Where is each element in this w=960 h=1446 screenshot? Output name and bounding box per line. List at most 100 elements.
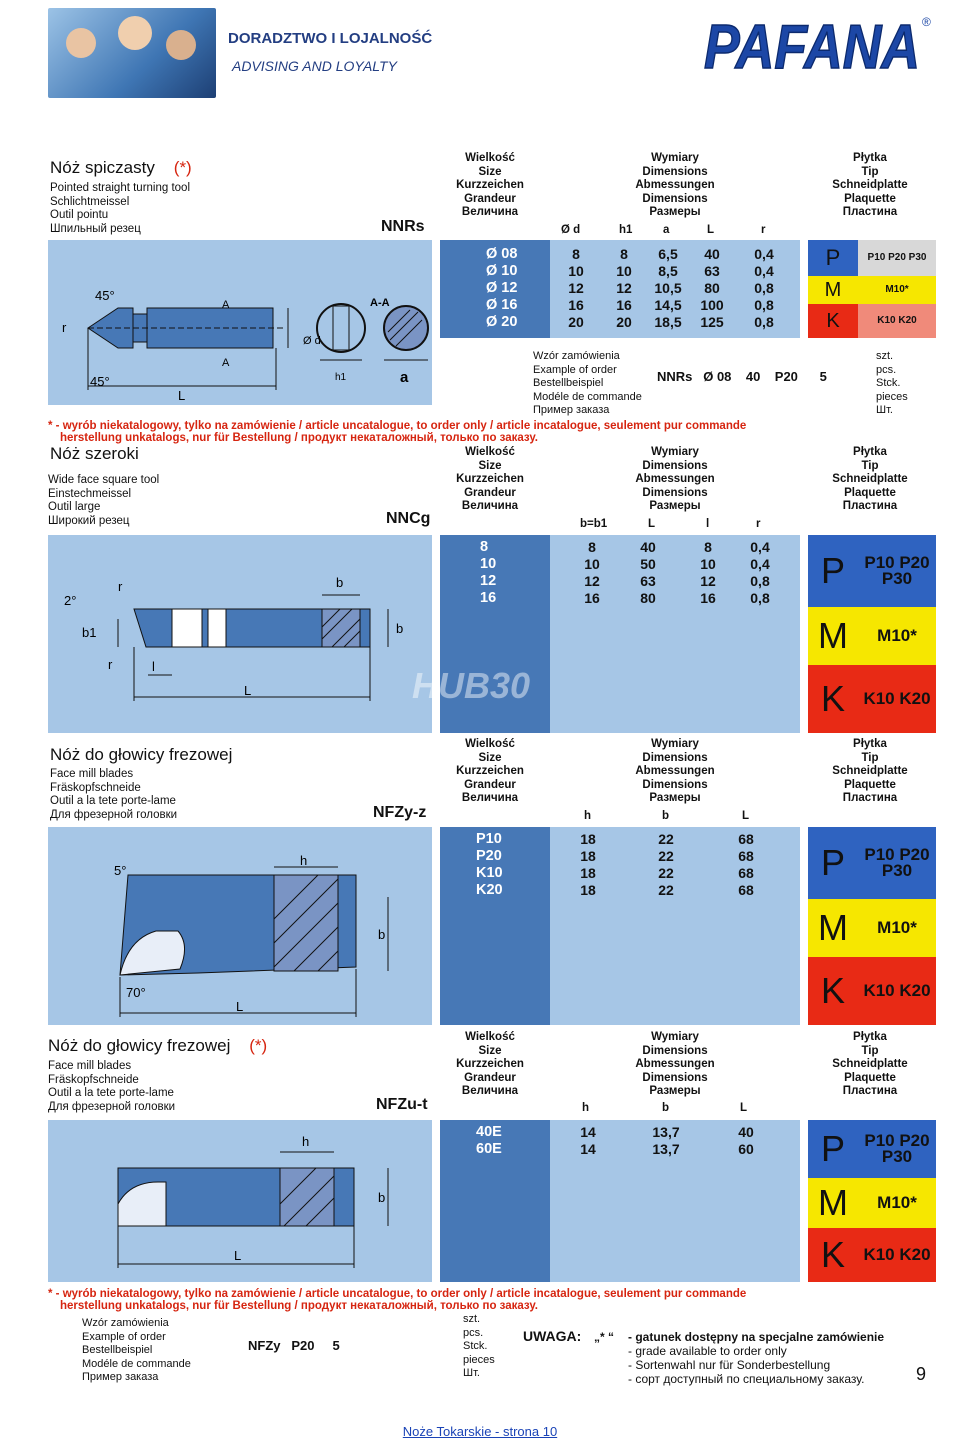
svg-text:b: b — [396, 621, 403, 636]
footer-link[interactable]: Noże Tokarskie - strona 10 — [402, 1424, 558, 1439]
drawing-nncg: 2° r b b1 r l L b — [48, 535, 432, 733]
svg-text:r: r — [62, 320, 67, 335]
svg-text:l: l — [152, 659, 155, 674]
nfzy-dims-cell: 18 — [580, 848, 596, 864]
nfzu-dims-cell: 40 — [738, 1124, 754, 1140]
nfzy-dims-cell: 68 — [738, 831, 754, 847]
nnrs-dims-cell: 18,5 — [654, 314, 682, 330]
svg-text:h1: h1 — [335, 372, 347, 383]
nfzy-dims-cell: 68 — [738, 865, 754, 881]
header-subtitle: ADVISING AND LOYALTY — [232, 58, 397, 74]
uwaga-label: UWAGA: — [523, 1328, 582, 1344]
nnrs-dims-cell: 80 — [704, 280, 720, 296]
section1-code: NNRs — [381, 218, 425, 235]
nnrs-dims-cell: 0,8 — [754, 280, 774, 296]
page-number: 9 — [916, 1364, 927, 1384]
nnrs-dims-cell: 8,5 — [658, 263, 678, 279]
nfzy-dims-cell: 68 — [738, 882, 754, 898]
svg-text:L: L — [178, 388, 185, 403]
section3-title: Nóż do głowicy frezowej — [50, 745, 233, 764]
svg-text:5°: 5° — [114, 863, 126, 878]
nncg-dims-cell: 8 — [588, 539, 596, 555]
svg-text:A: A — [222, 357, 230, 369]
drawing-nnrs: 45° 45° r A A A-A Ø d h1 a L — [48, 240, 432, 405]
nncg-dims-cell: 0,8 — [750, 573, 770, 589]
header-title: DORADZTWO I LOJALNOŚĆ — [228, 30, 433, 47]
section1-title: Nóż spiczasty (*) — [50, 158, 192, 177]
svg-text:b: b — [378, 1190, 385, 1205]
nnrs-dims-cell: 0,8 — [754, 297, 774, 313]
nncg-dims-cell: 50 — [640, 556, 656, 572]
nncg-dims-cell: 0,4 — [750, 556, 770, 572]
nfzy-dims-cell: 18 — [580, 882, 596, 898]
section3-code: NFZy-z — [373, 804, 427, 821]
nnrs-dims-cell: 12 — [568, 280, 584, 296]
svg-text:b: b — [336, 575, 343, 590]
header-photo — [48, 8, 216, 98]
nnrs-dims-cell: 0,8 — [754, 314, 774, 330]
svg-text:A-A: A-A — [370, 297, 390, 309]
nnrs-dims-cell: 12 — [616, 280, 632, 296]
nnrs-dims-cell: 10,5 — [654, 280, 682, 296]
nnrs-dims-cell: 20 — [568, 314, 584, 330]
svg-text:45°: 45° — [95, 288, 115, 303]
nfzu-dims-cell: 14 — [580, 1124, 596, 1140]
nfzu-dims-cell: 60 — [738, 1141, 754, 1157]
nnrs-dims-cell: 14,5 — [654, 297, 682, 313]
nnrs-dims-cell: 20 — [616, 314, 632, 330]
note-uncatalogue-2: * - wyrób niekatalogowy, tylko na zamówi… — [48, 1288, 747, 1312]
nfzy-dims-cell: 22 — [658, 865, 674, 881]
svg-text:r: r — [118, 579, 123, 594]
svg-text:b: b — [378, 927, 385, 942]
nfzu-dims-cell: 14 — [580, 1141, 596, 1157]
example2-value: NFZy P20 5 — [248, 1338, 340, 1353]
nfzu-dims-cell: 13,7 — [652, 1124, 680, 1140]
nncg-dims-cell: 12 — [700, 573, 716, 589]
nncg-dims-cell: 16 — [700, 590, 716, 606]
nnrs-dims-cell: 0,4 — [754, 263, 774, 279]
nncg-dims-cell: 80 — [640, 590, 656, 606]
nncg-dims-cell: 0,4 — [750, 539, 770, 555]
nnrs-dims-cell: 10 — [568, 263, 584, 279]
nncg-dims-cell: 63 — [640, 573, 656, 589]
svg-text:®: ® — [922, 15, 931, 29]
nfzy-dims-cell: 68 — [738, 848, 754, 864]
nnrs-dims-cell: 8 — [620, 246, 628, 262]
svg-text:A: A — [222, 299, 230, 311]
watermark: HUB30 — [412, 665, 531, 706]
nfzu-dims-row: 14 13,7 40 — [550, 1124, 800, 1141]
nnrs-dims-cell: 63 — [704, 263, 720, 279]
note-uncatalogue-1: * - wyrób niekatalogowy, tylko na zamówi… — [48, 420, 747, 444]
nnrs-dims-cell: 16 — [568, 297, 584, 313]
section2-title: Nóż szeroki — [50, 444, 139, 463]
nnrs-dims-cell: 40 — [704, 246, 720, 262]
nncg-dims-cell: 40 — [640, 539, 656, 555]
svg-text:L: L — [244, 683, 251, 698]
section4-code: NFZu-t — [376, 1096, 428, 1113]
nfzy-dims-cell: 22 — [658, 882, 674, 898]
